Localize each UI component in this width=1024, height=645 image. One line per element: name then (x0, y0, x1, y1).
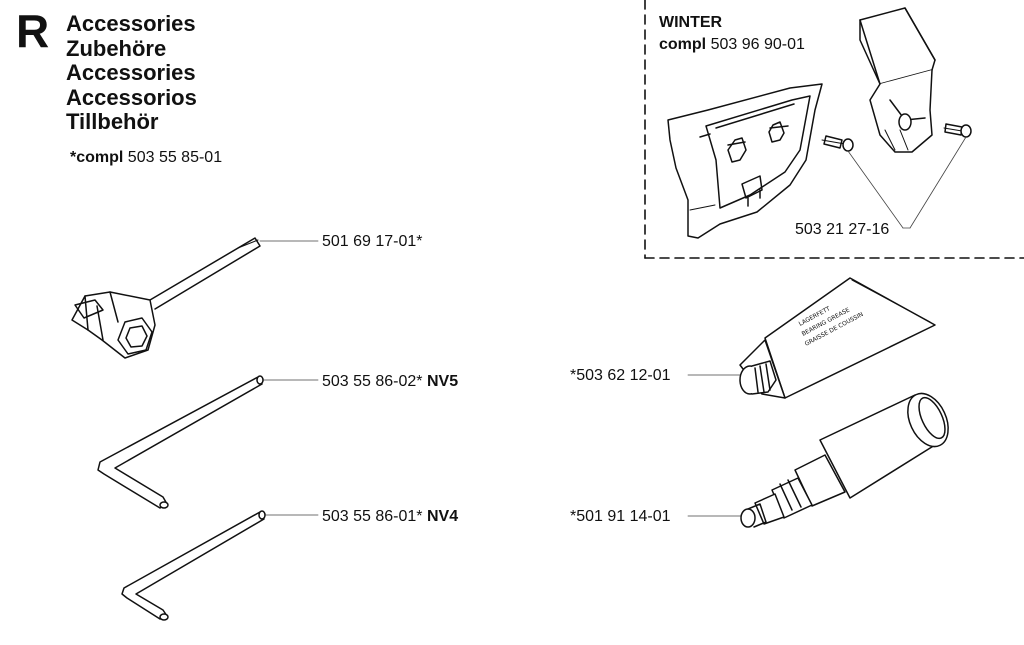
title-en: Accessories (66, 11, 196, 36)
hex-key-nv5-number: 503 55 86-02* (322, 373, 423, 390)
compl-kit-number: *compl 503 55 85-01 (70, 149, 222, 167)
winter-screw-right[interactable] (943, 123, 972, 138)
winter-screw-left[interactable] (821, 135, 854, 152)
hex-key-nv4-number: 503 55 86-01* (322, 508, 423, 525)
compl-prefix: *compl (70, 149, 124, 166)
title-es: Accessorios (66, 84, 197, 110)
grease-tube-part-number[interactable]: *503 62 12-01 (570, 367, 671, 384)
winter-compl-number: compl 503 96 90-01 (659, 36, 805, 54)
combination-wrench[interactable] (71, 237, 261, 359)
wrench-part-number[interactable]: 501 69 17-01* (322, 233, 423, 250)
winter-label: WINTER (659, 14, 723, 31)
winter-compl-prefix: compl (659, 36, 707, 53)
hex-key-nv4-part-number[interactable]: 503 55 86-01* NV4 (322, 508, 458, 526)
hex-key-nv5-part-number[interactable]: 503 55 86-02* NV5 (322, 373, 458, 391)
grease-gun-part-number[interactable]: *501 91 14-01 (570, 508, 671, 525)
leader-lines (259, 136, 967, 517)
section-letter: R (16, 5, 50, 57)
title-de: Zubehöre (66, 35, 167, 61)
winter-side-panel[interactable] (667, 83, 823, 239)
hex-key-nv4-size: NV4 (426, 508, 459, 525)
title-fr: Accessories (66, 60, 196, 85)
screw-part-number[interactable]: 503 21 27-16 (795, 221, 890, 238)
grease-gun[interactable] (740, 387, 956, 528)
compl-number: 503 55 85-01 (127, 149, 223, 166)
winter-kit-frame (644, 0, 1024, 259)
hex-key-nv5-size: NV5 (426, 373, 459, 390)
grease-tube[interactable]: LAGERFETT BEARING GREASE GRAISSE DE COUS… (739, 277, 936, 399)
winter-compl-value: 503 96 90-01 (710, 36, 805, 53)
winter-intake-cover[interactable] (859, 7, 936, 153)
title-block: Accessories Zubehöre Accessories Accesso… (66, 11, 197, 135)
hex-key-nv5[interactable] (97, 375, 264, 509)
title-sv: Tillbehör (66, 109, 159, 134)
hex-key-nv4[interactable] (121, 510, 266, 621)
